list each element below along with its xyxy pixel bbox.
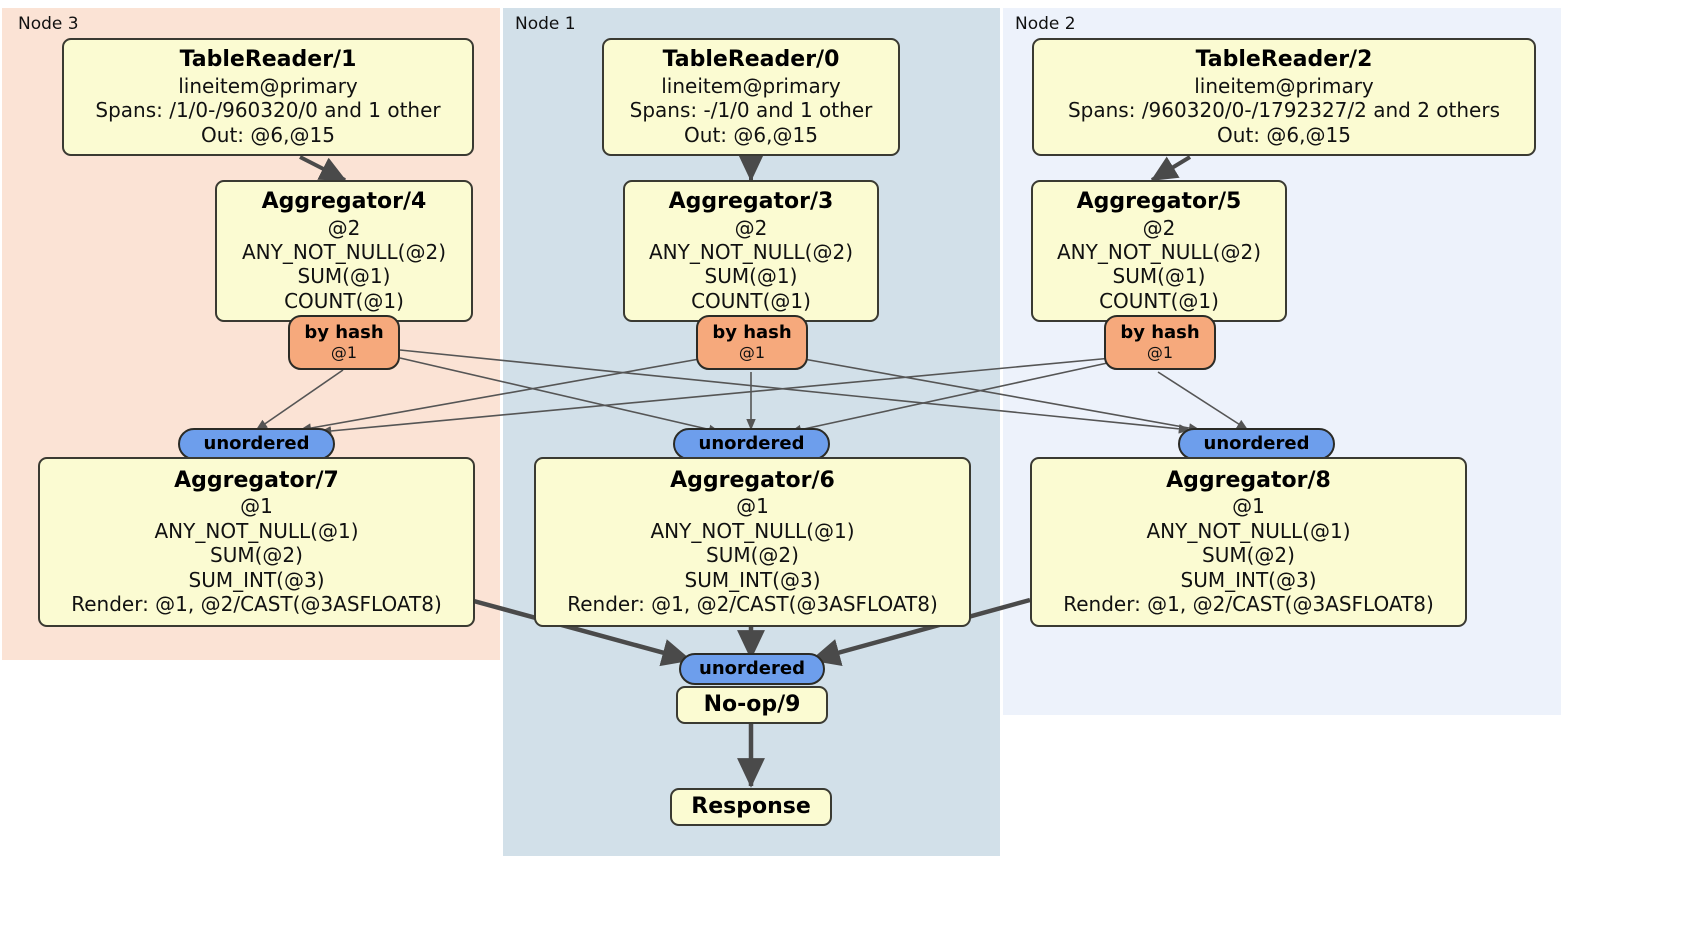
box-line: Spans: -/1/0 and 1 other: [629, 98, 873, 123]
box-title: TableReader/0: [662, 47, 840, 72]
box-line: ANY_NOT_NULL(@2): [1057, 240, 1261, 265]
box-line: Out: @6,@15: [201, 122, 335, 147]
badge-sublabel: @1: [330, 342, 358, 362]
box-line: COUNT(@1): [284, 288, 404, 313]
box-line: lineitem@primary: [1194, 73, 1374, 98]
box-line: ANY_NOT_NULL(@2): [649, 240, 853, 265]
badge-by-hash-3[interactable]: by hash @1: [696, 315, 808, 370]
box-line: Render: @1, @2/CAST(@3ASFLOAT8): [71, 592, 442, 616]
box-line: SUM(@2): [210, 543, 303, 568]
badge-sublabel: @1: [1146, 342, 1174, 362]
box-line: @2: [1142, 215, 1176, 240]
box-title: Aggregator/3: [668, 188, 834, 214]
box-line: SUM_INT(@3): [684, 567, 821, 592]
box-line: SUM_INT(@3): [1180, 567, 1317, 592]
node-panel-label-node1: Node 1: [515, 14, 576, 34]
box-line: SUM(@2): [706, 543, 799, 568]
badge-label: unordered: [1203, 432, 1310, 454]
box-tablereader-2[interactable]: TableReader/2 lineitem@primary Spans: /9…: [1032, 38, 1536, 156]
badge-label: unordered: [699, 657, 805, 679]
box-title: Aggregator/8: [1166, 467, 1331, 493]
box-line: SUM(@1): [1112, 264, 1206, 289]
badge-label: by hash: [712, 322, 792, 344]
badge-label: unordered: [698, 432, 805, 454]
box-line: COUNT(@1): [1099, 288, 1219, 313]
box-line: @1: [240, 494, 273, 519]
box-title: Aggregator/4: [261, 188, 427, 214]
box-aggregator-6[interactable]: Aggregator/6 @1 ANY_NOT_NULL(@1) SUM(@2)…: [534, 457, 971, 627]
box-title: Aggregator/6: [670, 467, 835, 493]
node-panel-label-node2: Node 2: [1015, 14, 1076, 34]
badge-unordered-7[interactable]: unordered: [178, 428, 335, 460]
box-line: Render: @1, @2/CAST(@3ASFLOAT8): [567, 592, 938, 616]
box-line: ANY_NOT_NULL(@1): [1146, 518, 1351, 543]
badge-label: by hash: [304, 322, 384, 344]
box-tablereader-0[interactable]: TableReader/0 lineitem@primary Spans: -/…: [602, 38, 900, 156]
box-line: SUM(@1): [704, 264, 798, 289]
box-line: @1: [736, 494, 769, 519]
badge-by-hash-5[interactable]: by hash @1: [1104, 315, 1216, 370]
box-title: Aggregator/7: [174, 467, 339, 493]
badge-unordered-8[interactable]: unordered: [1178, 428, 1335, 460]
box-line: SUM_INT(@3): [188, 567, 325, 592]
badge-label: by hash: [1120, 322, 1200, 344]
box-title: Aggregator/5: [1076, 188, 1242, 214]
box-tablereader-1[interactable]: TableReader/1 lineitem@primary Spans: /1…: [62, 38, 474, 156]
box-line: @2: [734, 215, 768, 240]
box-line: SUM(@2): [1202, 543, 1295, 568]
box-aggregator-7[interactable]: Aggregator/7 @1 ANY_NOT_NULL(@1) SUM(@2)…: [38, 457, 475, 627]
box-line: @2: [327, 215, 361, 240]
box-line: lineitem@primary: [178, 73, 358, 98]
box-line: ANY_NOT_NULL(@1): [154, 518, 359, 543]
box-response[interactable]: Response: [670, 788, 832, 826]
badge-by-hash-4[interactable]: by hash @1: [288, 315, 400, 370]
box-line: @1: [1232, 494, 1265, 519]
box-line: ANY_NOT_NULL(@2): [242, 240, 446, 265]
box-aggregator-5[interactable]: Aggregator/5 @2 ANY_NOT_NULL(@2) SUM(@1)…: [1031, 180, 1287, 322]
box-title: TableReader/1: [179, 47, 357, 72]
box-line: Out: @6,@15: [1217, 122, 1351, 147]
box-aggregator-3[interactable]: Aggregator/3 @2 ANY_NOT_NULL(@2) SUM(@1)…: [623, 180, 879, 322]
box-line: Render: @1, @2/CAST(@3ASFLOAT8): [1063, 592, 1434, 616]
box-line: Spans: /1/0-/960320/0 and 1 other: [95, 98, 441, 123]
box-title: No-op/9: [703, 691, 801, 717]
box-line: SUM(@1): [297, 264, 391, 289]
box-line: Spans: /960320/0-/1792327/2 and 2 others: [1067, 98, 1500, 123]
box-aggregator-8[interactable]: Aggregator/8 @1 ANY_NOT_NULL(@1) SUM(@2)…: [1030, 457, 1467, 627]
box-line: lineitem@primary: [661, 73, 841, 98]
box-line: COUNT(@1): [691, 288, 811, 313]
badge-unordered-6[interactable]: unordered: [673, 428, 830, 460]
badge-sublabel: @1: [738, 342, 766, 362]
box-noop-9[interactable]: No-op/9: [676, 686, 828, 724]
badge-label: unordered: [203, 432, 310, 454]
box-title: TableReader/2: [1195, 47, 1373, 72]
box-line: Out: @6,@15: [684, 122, 818, 147]
box-aggregator-4[interactable]: Aggregator/4 @2 ANY_NOT_NULL(@2) SUM(@1)…: [215, 180, 473, 322]
badge-unordered-9[interactable]: unordered: [679, 653, 825, 685]
node-panel-label-node3: Node 3: [18, 14, 79, 34]
box-line: ANY_NOT_NULL(@1): [650, 518, 855, 543]
box-title: Response: [691, 793, 811, 819]
